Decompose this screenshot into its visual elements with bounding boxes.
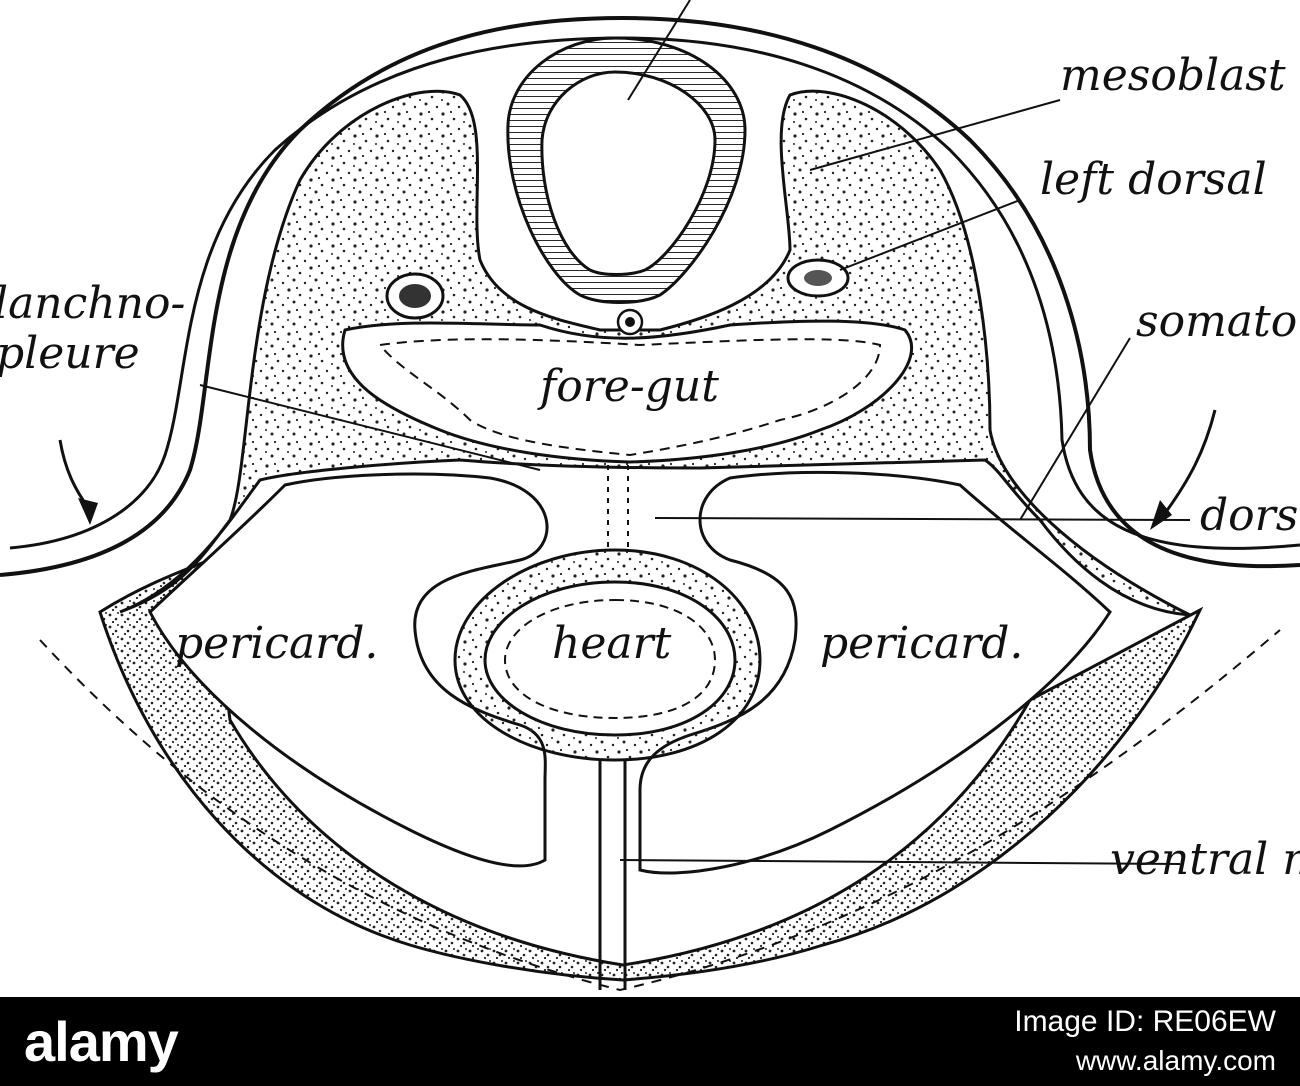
outer-dashed-membrane — [39, 629, 1281, 992]
leader-dorsal — [654, 517, 1191, 521]
leader-neural-canal — [627, 0, 691, 101]
outer-ectoderm-outline — [0, 15, 1300, 577]
label-dorsal: dors — [1200, 490, 1299, 541]
leader-somato — [1019, 337, 1131, 521]
leader-mesoblast — [809, 99, 1061, 171]
right-pericardial-cavity — [638, 470, 1112, 875]
embryo-cross-section-drawing — [0, 0, 1300, 992]
leader-ventral — [619, 859, 1181, 865]
left-pericardial-cavity — [148, 472, 549, 868]
label-splanchno-line1: lanchno- — [0, 278, 186, 329]
image-id-text: Image ID: RE06EW — [1014, 1005, 1276, 1038]
label-fore-gut: fore-gut — [540, 361, 719, 412]
splanchno-arrow — [58, 439, 92, 511]
label-splanchno-line2: pleure — [0, 328, 140, 379]
label-pericard-right: pericard. — [820, 618, 1024, 669]
alamy-logo: alamy — [24, 1010, 179, 1073]
site-url-text: www.alamy.com — [1075, 1045, 1276, 1076]
label-pericard-left: pericard. — [175, 618, 379, 669]
leader-splanchno — [199, 384, 541, 471]
neural-canal — [540, 70, 717, 276]
label-mesoblast: mesoblast — [1060, 50, 1286, 101]
label-somato: somato — [1136, 296, 1298, 347]
fore-gut-cavity — [341, 319, 913, 464]
watermark-bar: alamy Image ID: RE06EW www.alamy.com — [0, 997, 1300, 1086]
diagram-figure: mesoblast left dorsal lanchno- pleure so… — [0, 0, 1300, 992]
somatopleure-band — [98, 557, 1204, 982]
heart-lumen — [483, 580, 737, 737]
label-left-dorsal: left dorsal — [1040, 154, 1267, 205]
label-heart: heart — [552, 618, 672, 669]
dorsal-arrow — [1158, 409, 1217, 521]
label-ventral: ventral m — [1110, 834, 1300, 885]
leader-left-dorsal — [839, 199, 1021, 271]
